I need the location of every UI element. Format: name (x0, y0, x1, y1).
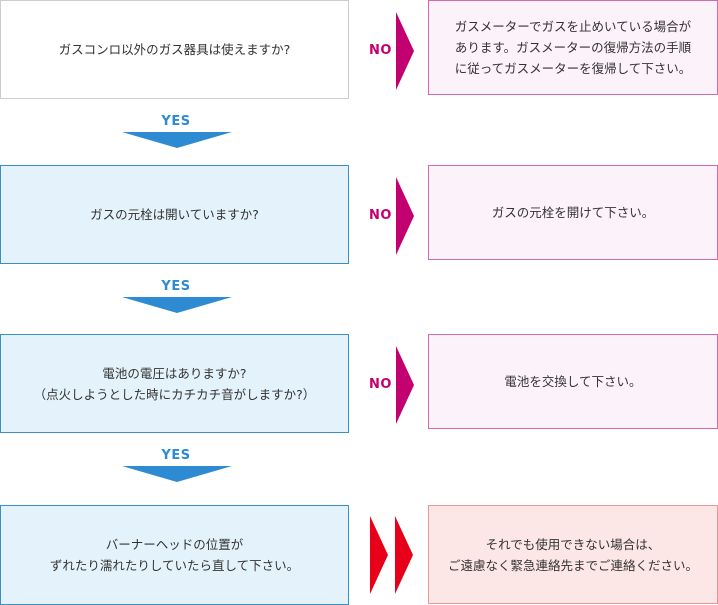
no-arrow-2 (396, 177, 414, 255)
no-label-1: NO (369, 43, 392, 58)
yes-label-1: YES (161, 114, 191, 129)
answer-box-4: それでも使用できない場合は、 ご遠慮なく緊急連絡先までご連絡ください。 (428, 505, 718, 604)
final-arrow-1 (370, 516, 388, 594)
answer-box-2: ガスの元栓を開けて下さい。 (428, 165, 718, 260)
final-arrow-2 (395, 516, 413, 594)
question-box-1: ガスコンロ以外のガス器具は使えますか? (0, 0, 349, 99)
no-arrow-1 (396, 12, 414, 90)
question-box-4: バーナーヘッドの位置が ずれたり濡れたりしていたら直して下さい。 (0, 505, 349, 605)
answer-box-3: 電池を交換して下さい。 (428, 334, 718, 429)
yes-arrow-3 (122, 466, 232, 482)
yes-label-2: YES (161, 279, 191, 294)
no-arrow-3 (396, 346, 414, 424)
question-box-2: ガスの元栓は開いていますか? (0, 165, 349, 264)
yes-arrow-1 (122, 132, 232, 148)
answer-box-1: ガスメーターでガスを止めいている場合が あります。ガスメーターの復帰方法の手順 … (428, 0, 718, 95)
no-label-3: NO (369, 377, 392, 392)
question-box-3: 電池の電圧はありますか? （点火しようとした時にカチカチ音がしますか?） (0, 334, 349, 433)
no-label-2: NO (369, 208, 392, 223)
yes-label-3: YES (161, 448, 191, 463)
yes-arrow-2 (122, 297, 232, 313)
